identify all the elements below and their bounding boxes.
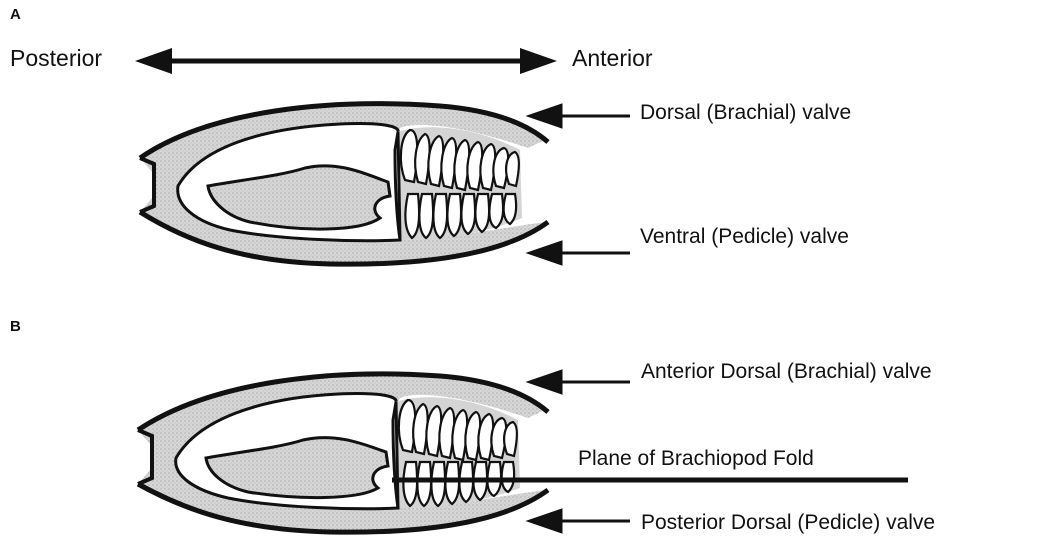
callout-arrows-a bbox=[527, 104, 630, 265]
axis-arrow bbox=[135, 48, 557, 74]
brachiopod-a bbox=[140, 104, 548, 264]
brachiopod-b bbox=[138, 374, 548, 532]
callout-arrows-b bbox=[527, 370, 630, 533]
